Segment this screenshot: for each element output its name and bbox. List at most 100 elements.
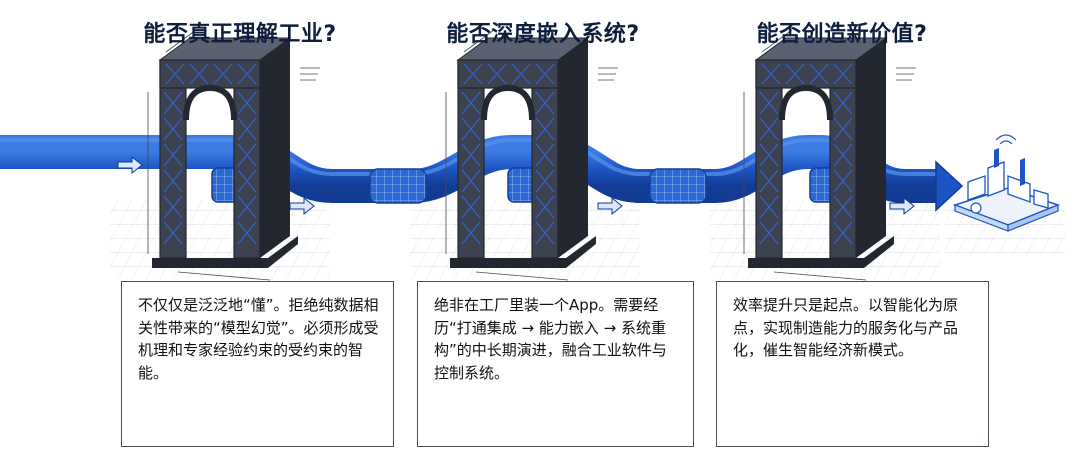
dimension-line <box>463 29 495 53</box>
gate-truss <box>487 63 507 85</box>
gate-beam <box>755 59 857 89</box>
gate-truss <box>213 63 233 85</box>
gate-truss <box>461 117 481 141</box>
gate-truss <box>237 91 257 115</box>
gate-truss <box>163 195 183 219</box>
dimension-line <box>177 271 271 281</box>
dimension-line <box>773 271 867 281</box>
gate-truss <box>165 63 185 85</box>
gate-truss <box>535 169 555 193</box>
gate-truss <box>759 169 779 193</box>
gate-side <box>558 38 588 258</box>
gate-truss <box>535 221 555 245</box>
gate-truss <box>759 143 779 167</box>
factory-chimney <box>1020 158 1025 186</box>
gate-base <box>748 236 894 268</box>
gate-pillar <box>829 59 857 259</box>
gate-arch <box>183 84 237 121</box>
gate-arch <box>481 84 535 121</box>
gate-truss <box>237 117 257 141</box>
gate-truss <box>461 169 481 193</box>
gate-truss <box>535 195 555 219</box>
gate-truss <box>759 117 779 141</box>
factory-chimney <box>994 148 999 168</box>
gate-truss <box>833 143 853 167</box>
gate-truss <box>237 143 257 167</box>
factory-base-side <box>1007 204 1059 232</box>
dimension-line <box>475 271 569 281</box>
gate-truss <box>461 195 481 219</box>
gate-base <box>152 236 298 268</box>
stage-3-title: 能否创造新价值? <box>756 22 928 47</box>
gate-truss <box>511 63 531 85</box>
factory-building <box>967 175 986 201</box>
factory-building <box>1033 189 1049 209</box>
gate-beam <box>457 59 559 89</box>
gate-truss <box>461 143 481 167</box>
stage-2-card: 绝非在工厂里装一个App。需要经历“打通集成 → 能力嵌入 → 系统重构”的中长… <box>417 281 694 447</box>
pipe-arrowhead <box>935 160 964 212</box>
gate-truss <box>833 221 853 245</box>
flow-arrow-icon <box>117 155 143 175</box>
gate-truss <box>759 221 779 245</box>
gate-frame <box>743 29 916 281</box>
gate-truss <box>759 91 779 115</box>
gate-truss <box>237 221 257 245</box>
gate-truss <box>535 143 555 167</box>
stage-3-card: 效率提升只是起点。以智能化为原点，实现制造能力的服务化与产品化，催生智能经济新模… <box>716 281 989 447</box>
gate-pillar <box>531 59 559 259</box>
annotation-lines <box>300 67 320 81</box>
gate-pillar <box>233 59 261 259</box>
gate-truss <box>461 221 481 245</box>
gate-truss <box>535 117 555 141</box>
gate-truss <box>163 91 183 115</box>
annotation-lines <box>896 67 916 81</box>
gate-truss <box>761 63 781 85</box>
factory-tank <box>970 202 982 214</box>
gate-truss <box>237 195 257 219</box>
factory-icon <box>952 134 1061 232</box>
stage-1-card: 不仅仅是泛泛地“懂”。拒绝纯数据相关性带来的“模型幻觉”。必须形成受机理和专家经… <box>121 281 394 447</box>
gate-pillar <box>457 59 485 259</box>
gate-pillar <box>159 59 187 259</box>
gate-truss <box>163 143 183 167</box>
gate-truss <box>809 63 829 85</box>
gate-side <box>260 38 290 258</box>
gate-truss <box>833 169 853 193</box>
factory-building <box>987 161 1005 197</box>
flow-arrow-icon <box>289 196 315 216</box>
gates <box>147 29 916 281</box>
factory-signal <box>995 134 1017 141</box>
gate-base <box>450 236 596 268</box>
gate-truss <box>833 195 853 219</box>
gate-truss <box>163 221 183 245</box>
gate-truss <box>785 63 805 85</box>
factory-signal <box>999 140 1013 145</box>
gate-truss <box>163 169 183 193</box>
gate-frame <box>147 29 320 281</box>
gate-truss <box>833 91 853 115</box>
gate-truss <box>535 63 555 85</box>
dimension-line <box>165 29 197 53</box>
gate-truss <box>833 117 853 141</box>
stage-1-title: 能否真正理解工业? <box>143 22 337 47</box>
gate-truss <box>833 63 853 85</box>
stage-2-title: 能否深度嵌入系统? <box>446 22 640 47</box>
flow-arrow-icon <box>889 196 915 216</box>
annotation-lines <box>598 67 618 81</box>
gate-truss <box>463 63 483 85</box>
pipe-joint <box>649 168 707 204</box>
gate-truss <box>189 63 209 85</box>
gate-truss <box>163 117 183 141</box>
gate-truss <box>535 91 555 115</box>
flow-arrows <box>117 155 915 216</box>
gate-truss <box>237 63 257 85</box>
gate-truss <box>759 195 779 219</box>
gate-side <box>856 38 886 258</box>
flow-arrow-icon <box>597 196 623 216</box>
pipe-joint <box>369 168 427 204</box>
gate-pillar <box>755 59 783 259</box>
dimension-line <box>761 29 793 53</box>
gate-truss <box>237 169 257 193</box>
